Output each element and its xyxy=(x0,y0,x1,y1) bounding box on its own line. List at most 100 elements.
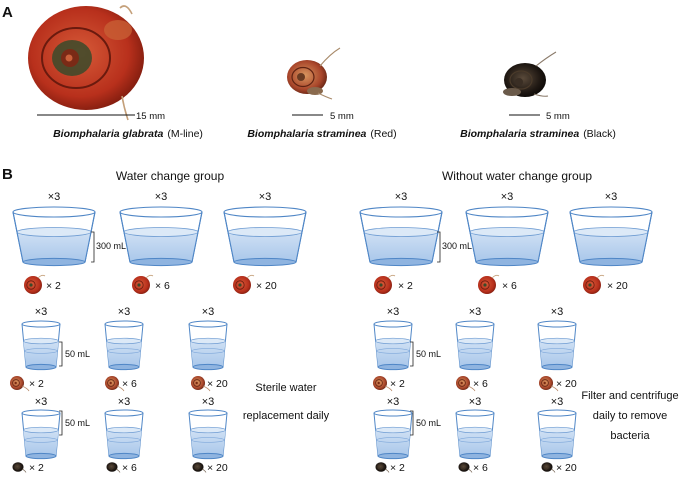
small-cup xyxy=(538,410,576,459)
red-snail-icon xyxy=(10,376,29,391)
replicate-label: ×3 xyxy=(551,396,564,408)
snail-count: × 20 xyxy=(607,280,628,292)
replicate-label: ×3 xyxy=(551,306,564,318)
volume-label: 50 mL xyxy=(65,418,90,428)
snail-count: × 20 xyxy=(207,378,228,390)
species-caption: Biomphalaria straminea (Red) xyxy=(247,128,396,140)
m-line-snail-icon xyxy=(233,275,254,294)
snail-count: × 20 xyxy=(207,462,228,474)
small-cup xyxy=(22,321,60,370)
m-line-snail-icon xyxy=(132,275,153,294)
replicate-label: ×3 xyxy=(469,396,482,408)
large-basin xyxy=(466,207,548,266)
group-title: Water change group xyxy=(116,169,225,183)
volume-bracket xyxy=(91,232,94,262)
protocol-note-line: daily to remove xyxy=(593,410,668,422)
species-name: Biomphalaria straminea xyxy=(460,128,579,140)
black-snail-icon xyxy=(376,462,390,472)
small-cup xyxy=(105,410,143,459)
small-cup xyxy=(189,410,227,459)
black-snail-icon xyxy=(193,462,207,472)
large-basin xyxy=(570,207,652,266)
snail-count: × 2 xyxy=(390,462,405,474)
volume-label: 300 mL xyxy=(442,241,472,251)
scale-label: 15 mm xyxy=(136,111,165,122)
black-snail-icon xyxy=(107,462,121,472)
black-snail-icon xyxy=(459,462,473,472)
large-basin xyxy=(224,207,306,266)
scale-label: 5 mm xyxy=(330,111,354,122)
protocol-note-line: replacement daily xyxy=(243,410,330,422)
without-water-change-group: Without water change group ×3 ×3 ×3 300 … xyxy=(360,169,679,474)
group-title: Without water change group xyxy=(442,169,592,183)
snail-count: × 6 xyxy=(473,378,488,390)
replicate-label: ×3 xyxy=(48,191,61,203)
variant-name: (M-line) xyxy=(167,128,203,140)
replicate-label: ×3 xyxy=(202,306,215,318)
snail-count: × 20 xyxy=(556,378,577,390)
volume-label: 50 mL xyxy=(416,418,441,428)
water-change-group: Water change group ×3 ×3 ×3 300 mL × 2 ×… xyxy=(10,169,330,474)
snail-count: × 6 xyxy=(473,462,488,474)
replicate-label: ×3 xyxy=(469,306,482,318)
snail-count: × 6 xyxy=(155,280,170,292)
replicate-label: ×3 xyxy=(118,306,131,318)
snail-photo-red xyxy=(287,48,340,99)
large-basin xyxy=(13,207,95,266)
m-line-snail-icon xyxy=(478,275,499,294)
large-basin xyxy=(120,207,202,266)
replicate-label: ×3 xyxy=(118,396,131,408)
panel-a-label: A xyxy=(2,4,13,21)
volume-label: 300 mL xyxy=(96,241,126,251)
replicate-label: ×3 xyxy=(155,191,168,203)
scale-label: 5 mm xyxy=(546,111,570,122)
volume-label: 50 mL xyxy=(65,349,90,359)
replicate-label: ×3 xyxy=(387,396,400,408)
snail-photo-black xyxy=(503,52,556,97)
protocol-note-line: bacteria xyxy=(610,430,650,442)
small-cup xyxy=(456,321,494,370)
small-cup xyxy=(105,321,143,370)
small-cup xyxy=(22,410,60,459)
small-cup xyxy=(189,321,227,370)
m-line-snail-icon xyxy=(374,275,395,294)
protocol-note-line: Sterile water xyxy=(255,382,316,394)
volume-bracket xyxy=(59,342,62,366)
small-cup xyxy=(374,410,412,459)
small-cup xyxy=(456,410,494,459)
black-snail-icon xyxy=(542,462,556,472)
replicate-label: ×3 xyxy=(395,191,408,203)
replicate-label: ×3 xyxy=(605,191,618,203)
species-caption: Biomphalaria straminea (Black) xyxy=(460,128,616,140)
replicate-label: ×3 xyxy=(202,396,215,408)
large-basin xyxy=(360,207,442,266)
snail-count: × 20 xyxy=(256,280,277,292)
replicate-label: ×3 xyxy=(259,191,272,203)
replicate-label: ×3 xyxy=(387,306,400,318)
species-caption: Biomphalaria glabrata (M-line) xyxy=(53,128,203,140)
snail-photo-m-line xyxy=(28,6,144,120)
snail-count: × 2 xyxy=(29,462,44,474)
species-name: Biomphalaria straminea xyxy=(247,128,366,140)
replicate-label: ×3 xyxy=(501,191,514,203)
protocol-note-line: Filter and centrifuge xyxy=(581,390,678,402)
volume-label: 50 mL xyxy=(416,349,441,359)
small-cup xyxy=(538,321,576,370)
snail-count: × 6 xyxy=(502,280,517,292)
m-line-snail-icon xyxy=(583,275,604,294)
black-snail-icon xyxy=(13,462,27,472)
replicate-label: ×3 xyxy=(35,396,48,408)
snail-count: × 6 xyxy=(122,378,137,390)
snail-count: × 2 xyxy=(29,378,44,390)
m-line-snail-icon xyxy=(24,275,45,294)
snail-count: × 2 xyxy=(398,280,413,292)
species-name: Biomphalaria glabrata xyxy=(53,128,163,140)
snail-count: × 2 xyxy=(390,378,405,390)
snail-count: × 6 xyxy=(122,462,137,474)
variant-name: (Black) xyxy=(583,128,616,140)
snail-count: × 20 xyxy=(556,462,577,474)
variant-name: (Red) xyxy=(370,128,396,140)
small-cup xyxy=(374,321,412,370)
snail-count: × 2 xyxy=(46,280,61,292)
